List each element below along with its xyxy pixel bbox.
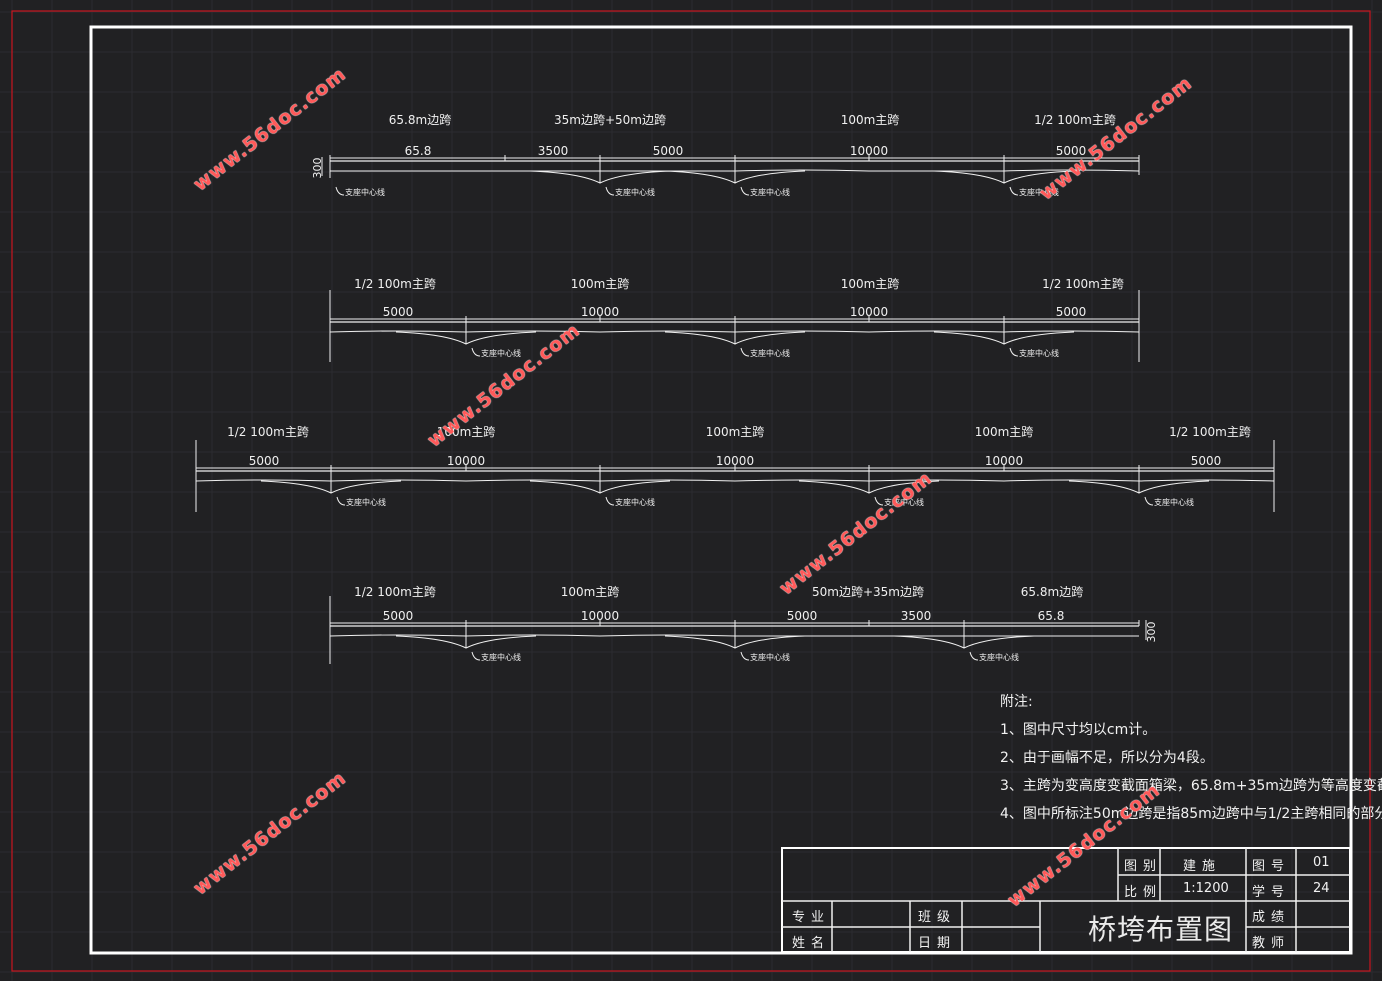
span-label: 1/2 100m主跨 [227, 425, 309, 439]
span-label: 65.8m边跨 [1021, 585, 1083, 599]
dimension-text: 5000 [383, 609, 414, 623]
span-label: 100m主跨 [841, 113, 900, 127]
tb-date-label: 日期 [918, 936, 957, 951]
support-center-label: 支座中心线 [750, 187, 790, 197]
title-block-frame [781, 847, 1351, 953]
dimension-text: 10000 [447, 454, 485, 468]
dimension-text: 10000 [716, 454, 754, 468]
support-leader [1009, 186, 1019, 196]
support-center-label: 支座中心线 [345, 187, 385, 197]
span-label: 100m主跨 [561, 585, 620, 599]
support-leader [740, 651, 750, 661]
support-leader [740, 186, 750, 196]
dimension-text: 5000 [653, 144, 684, 158]
vertical-dim-text: 300 [1145, 622, 1158, 643]
support-center-label: 支座中心线 [979, 652, 1019, 662]
support-leader [1144, 496, 1154, 506]
span-label: 1/2 100m主跨 [1034, 113, 1116, 127]
dimension-text: 10000 [581, 305, 619, 319]
dimension-text: 65.8 [405, 144, 432, 158]
span-label: 100m主跨 [706, 425, 765, 439]
deck-bottom-line [329, 634, 1139, 637]
support-leader [874, 496, 884, 506]
tb-name-label: 姓名 [792, 936, 831, 951]
support-center-label: 支座中心线 [346, 497, 386, 507]
support-leader [740, 347, 750, 357]
note-item-2: 2、由于画幅不足，所以分为4段。 [1000, 750, 1214, 766]
dimension-text: 3500 [538, 144, 569, 158]
tb-sheet-no-value: 01 [1313, 855, 1330, 870]
tb-sheet-no-label: 图号 [1252, 859, 1291, 874]
dimension-text: 5000 [1056, 305, 1087, 319]
dimension-text: 10000 [985, 454, 1023, 468]
span-label: 100m主跨 [437, 425, 496, 439]
support-center-label: 支座中心线 [750, 348, 790, 358]
dimension-text: 5000 [1191, 454, 1222, 468]
span-label: 100m主跨 [841, 277, 900, 291]
tb-student-no-value: 24 [1313, 881, 1330, 896]
support-leader [335, 186, 345, 196]
span-label: 65.8m边跨 [389, 113, 451, 127]
support-leader [1009, 347, 1019, 357]
support-center-label: 支座中心线 [481, 652, 521, 662]
tb-grade-label: 成绩 [1252, 910, 1291, 925]
note-item-1: 1、图中尺寸均以cm计。 [1000, 722, 1157, 738]
support-center-label: 支座中心线 [615, 187, 655, 197]
span-label: 35m边跨+50m边跨 [554, 113, 666, 127]
dimension-text: 10000 [850, 305, 888, 319]
span-label: 1/2 100m主跨 [354, 585, 436, 599]
span-label: 1/2 100m主跨 [1169, 425, 1251, 439]
dimension-text: 10000 [850, 144, 888, 158]
dimension-text: 3500 [901, 609, 932, 623]
tb-drawing-title: 桥垮布置图 [1088, 913, 1234, 946]
tb-scale-label: 比例 [1124, 885, 1163, 900]
inner-frame [89, 25, 1353, 955]
deck-bottom-line [195, 479, 1275, 482]
span-label: 50m边跨+35m边跨 [812, 585, 924, 599]
dimension-text: 5000 [1056, 144, 1087, 158]
support-center-label: 支座中心线 [1019, 348, 1059, 358]
tb-major-label: 专业 [792, 910, 831, 925]
tb-category-value: 建施 [1183, 859, 1222, 874]
deck-bottom-line [330, 169, 1140, 172]
support-leader [471, 347, 481, 357]
tb-scale-value: 1:1200 [1183, 881, 1229, 896]
dimension-text: 5000 [383, 305, 414, 319]
support-center-label: 支座中心线 [615, 497, 655, 507]
vertical-dim-text: 300 [311, 158, 324, 179]
notes-heading: 附注: [1000, 694, 1033, 710]
tb-category-label: 图别 [1124, 859, 1163, 874]
tb-class-label: 班级 [918, 910, 957, 925]
notes-block: 附注: 1、图中尺寸均以cm计。 2、由于画幅不足，所以分为4段。 3、主跨为变… [1000, 688, 1382, 828]
support-center-label: 支座中心线 [1019, 187, 1059, 197]
support-center-label: 支座中心线 [884, 497, 924, 507]
tb-student-no-label: 学号 [1252, 885, 1291, 900]
note-item-4: 4、图中所标注50m边跨是指85m边跨中与1/2主跨相同的部分。 [1000, 806, 1382, 822]
support-leader [969, 651, 979, 661]
support-leader [471, 651, 481, 661]
tb-teacher-label: 教师 [1252, 936, 1291, 951]
support-center-label: 支座中心线 [1154, 497, 1194, 507]
outer-frame [11, 10, 1371, 972]
dimension-text: 65.8 [1038, 609, 1065, 623]
support-center-label: 支座中心线 [481, 348, 521, 358]
support-leader [605, 186, 615, 196]
span-label: 1/2 100m主跨 [354, 277, 436, 291]
span-label: 1/2 100m主跨 [1042, 277, 1124, 291]
support-center-label: 支座中心线 [750, 652, 790, 662]
support-leader [336, 496, 346, 506]
note-item-3: 3、主跨为变高度变截面箱梁，65.8m+35m边跨为等高度变截面箱梁。 [1000, 778, 1382, 794]
span-label: 100m主跨 [571, 277, 630, 291]
dimension-text: 10000 [581, 609, 619, 623]
dimension-text: 5000 [787, 609, 818, 623]
support-leader [605, 496, 615, 506]
span-label: 100m主跨 [975, 425, 1034, 439]
dimension-text: 5000 [249, 454, 280, 468]
